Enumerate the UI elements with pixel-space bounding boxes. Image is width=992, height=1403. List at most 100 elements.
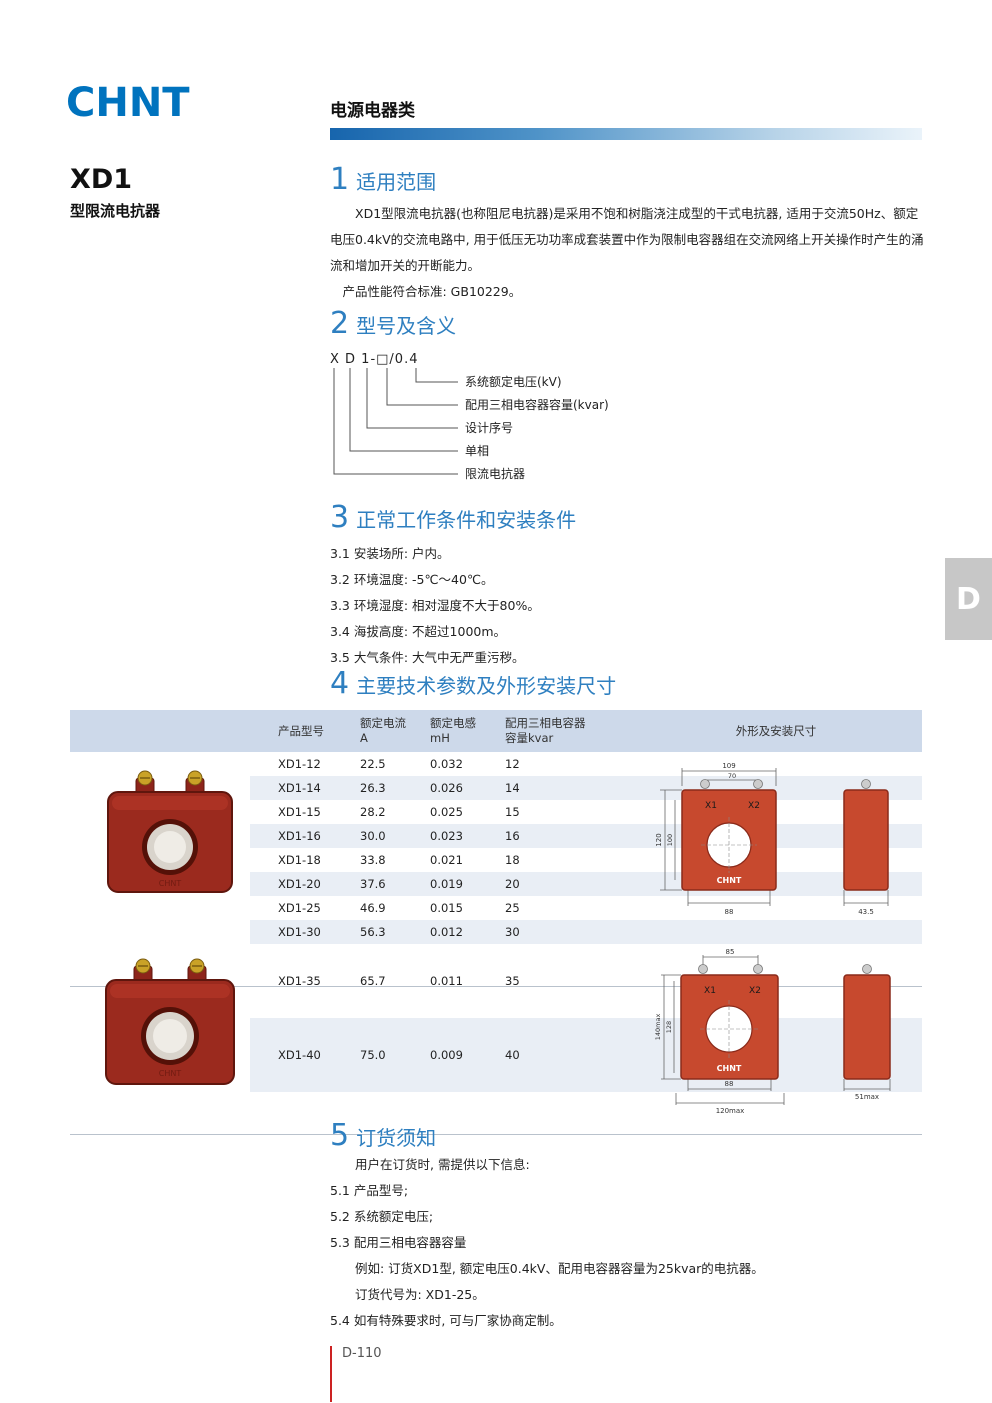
designation-connector-line [349,368,458,452]
reactor-top-highlight [112,796,228,810]
designation-label-series: 设计序号 [465,420,513,435]
page-number: D-110 [342,1346,382,1361]
section-tab-d: D [945,558,992,640]
reactor-brand-text: CHNT [159,879,182,888]
cell-inductance: 0.019 [430,877,463,891]
designation-label-voltage: 系统额定电压(kV) [465,374,562,389]
reactor-hole-inner [154,831,186,863]
designation-connector-line [386,368,458,406]
cell-capacity: 16 [505,829,520,843]
col-header-current: 额定电流 A [360,716,406,746]
table-row: XD1-30 56.3 0.012 30 [250,920,922,944]
ordering-example: 例如: 订货XD1型, 额定电压0.4kV、配用电容器容量为25kvar的电抗器… [355,1261,764,1276]
section-2-title: 型号及含义 [356,314,457,338]
ordering-item: 5.2 系统额定电压; [330,1209,434,1224]
section-4-number: 4 [330,666,350,701]
col-header-inductance: 额定电感 mH [430,716,476,746]
front-view: X1 X2 CHNT [680,964,779,1080]
dimension-lines [660,768,889,906]
cell-model: XD1-16 [278,829,321,843]
cell-capacity: 40 [505,1048,520,1062]
ordering-item: 5.4 如有特殊要求时, 可与厂家协商定制。 [330,1313,562,1328]
cell-inductance: 0.026 [430,781,463,795]
designation-connector-line [366,368,458,429]
product-model-title: XD1 [70,164,133,195]
terminal-bolt-icon [698,964,708,974]
model-code: X D 1-□/0.4 [330,352,418,367]
section-1-title: 适用范围 [356,170,437,194]
section-4-title: 主要技术参数及外形安装尺寸 [356,674,617,698]
designation-connector-line [415,368,458,383]
table-body: XD1-12 22.5 0.032 12 XD1-14 26.3 0.026 1… [70,752,922,1135]
drawing-brand-text: CHNT [717,1064,742,1073]
s1-standard-line: 产品性能符合标准: GB10229。 [342,284,522,299]
table-row: XD1-15 28.2 0.025 15 [250,800,922,824]
section-1-number: 1 [330,162,350,197]
page-footer: D-110 [330,1346,382,1402]
side-view [843,964,891,1080]
col-header-capacity: 配用三相电容器 容量kvar [505,716,586,746]
product-photo-reactor-2: CHNT [105,958,235,1085]
dim-left-inner: 100 [666,834,674,846]
cell-inductance: 0.025 [430,805,463,819]
dimension-lines [661,955,891,1105]
ordering-intro: 用户在订货时, 需提供以下信息: [355,1157,530,1172]
cell-capacity: 25 [505,901,520,915]
section-2-number: 2 [330,306,350,341]
table-row: XD1-14 26.3 0.026 14 [250,776,922,800]
dim-left-outer: 140max [654,1014,662,1041]
table-row: XD1-40 75.0 0.009 40 [250,1018,922,1092]
cell-model: XD1-40 [278,1048,321,1062]
condition-item: 3.1 安装场所: 户内。 [330,546,450,561]
side-view [843,779,889,891]
section-3-number: 3 [330,500,350,535]
drawing-brand-text: CHNT [717,876,742,885]
terminal-label-x1: X1 [705,801,717,811]
designation-connector-line [333,368,458,475]
col-header-dimensions: 外形及安装尺寸 [735,724,817,738]
chint-logo: CHNT [66,80,190,126]
designation-label-capacity: 配用三相电容器容量(kvar) [465,397,609,412]
section-5-number: 5 [330,1118,350,1153]
cell-capacity: 14 [505,781,520,795]
dim-top-outer: 109 [722,762,735,770]
section-3-title: 正常工作条件和安装条件 [356,508,577,532]
dim-top: 85 [726,948,735,956]
table-row: XD1-25 46.9 0.015 25 [250,896,922,920]
dim-left-inner: 128 [665,1021,673,1033]
col-header-capacity-label: 配用三相电容器 [505,716,586,730]
front-view: X1 X2 CHNT [681,779,777,891]
col-header-inductance-label: 额定电感 [430,716,476,730]
table-header-band: 产品型号 额定电流 A 额定电感 mH 配用三相电容器 容量kvar 外形及安装… [70,710,922,752]
cell-inductance: 0.011 [430,974,463,988]
cell-inductance: 0.015 [430,901,463,915]
side-body [843,974,891,1080]
cell-model: XD1-15 [278,805,321,819]
col-header-current-label: 额定电流 [360,716,406,730]
cell-capacity: 30 [505,925,520,939]
reactor-brand-text: CHNT [159,1069,182,1078]
side-body [843,789,889,891]
table-row: XD1-20 37.6 0.019 20 [250,872,922,896]
product-model-subtitle: 型限流电抗器 [70,202,161,220]
dim-bottom-outer: 120max [716,1107,745,1115]
s1-paragraph: XD1型限流电抗器(也称阻尼电抗器)是采用不饱和树脂浇注成型的干式电抗器, 适用… [330,206,924,273]
cell-current: 46.9 [360,901,386,915]
cell-model: XD1-20 [278,877,321,891]
condition-item: 3.5 大气条件: 大气中无严重污秽。 [330,650,525,665]
cell-inductance: 0.012 [430,925,463,939]
table-row: XD1-16 30.0 0.023 16 [250,824,922,848]
terminal-label-x1: X1 [704,986,716,996]
col-header-current-unit: A [360,731,368,745]
product-photo-reactor-1: CHNT [107,770,233,893]
cell-model: XD1-25 [278,901,321,915]
reactor-hole-inner [153,1019,187,1053]
cell-capacity: 18 [505,853,520,867]
cell-current: 56.3 [360,925,386,939]
terminal-bolt-icon [861,779,871,789]
cell-model: XD1-30 [278,925,321,939]
table-row: XD1-35 65.7 0.011 35 [250,944,922,1018]
